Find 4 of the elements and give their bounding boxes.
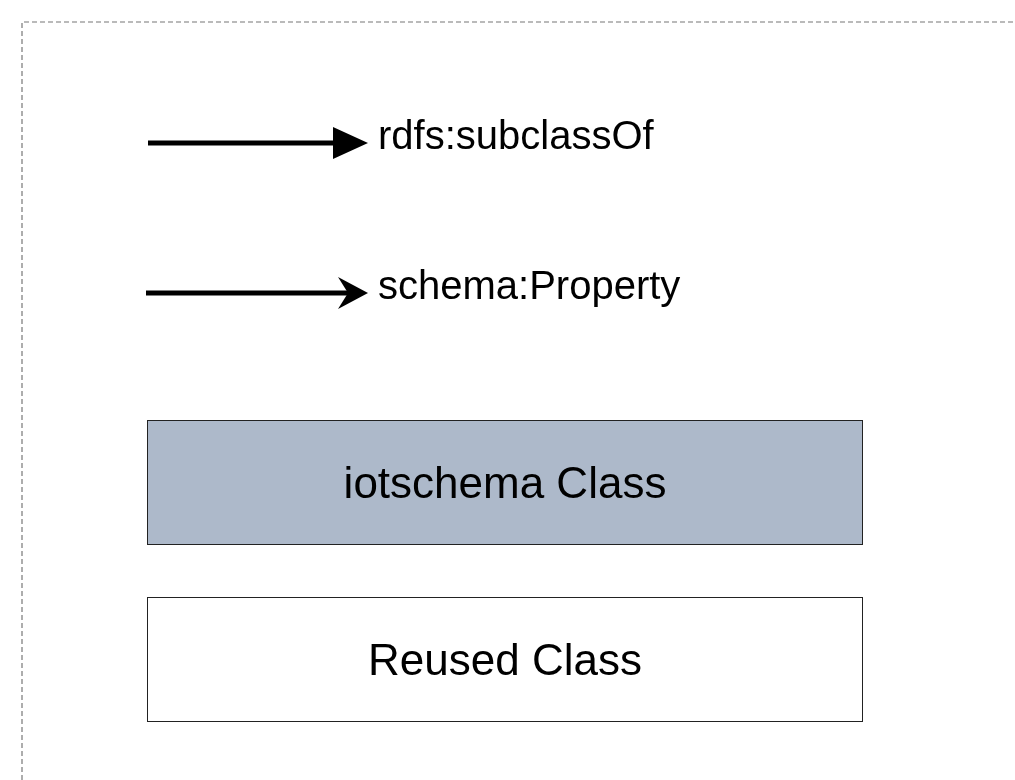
legend-label: iotschema Class xyxy=(343,457,667,508)
legend-label: schema:Property xyxy=(378,263,681,308)
legend-label: Reused Class xyxy=(368,634,642,685)
legend-label: rdfs:subclassOf xyxy=(378,113,654,158)
